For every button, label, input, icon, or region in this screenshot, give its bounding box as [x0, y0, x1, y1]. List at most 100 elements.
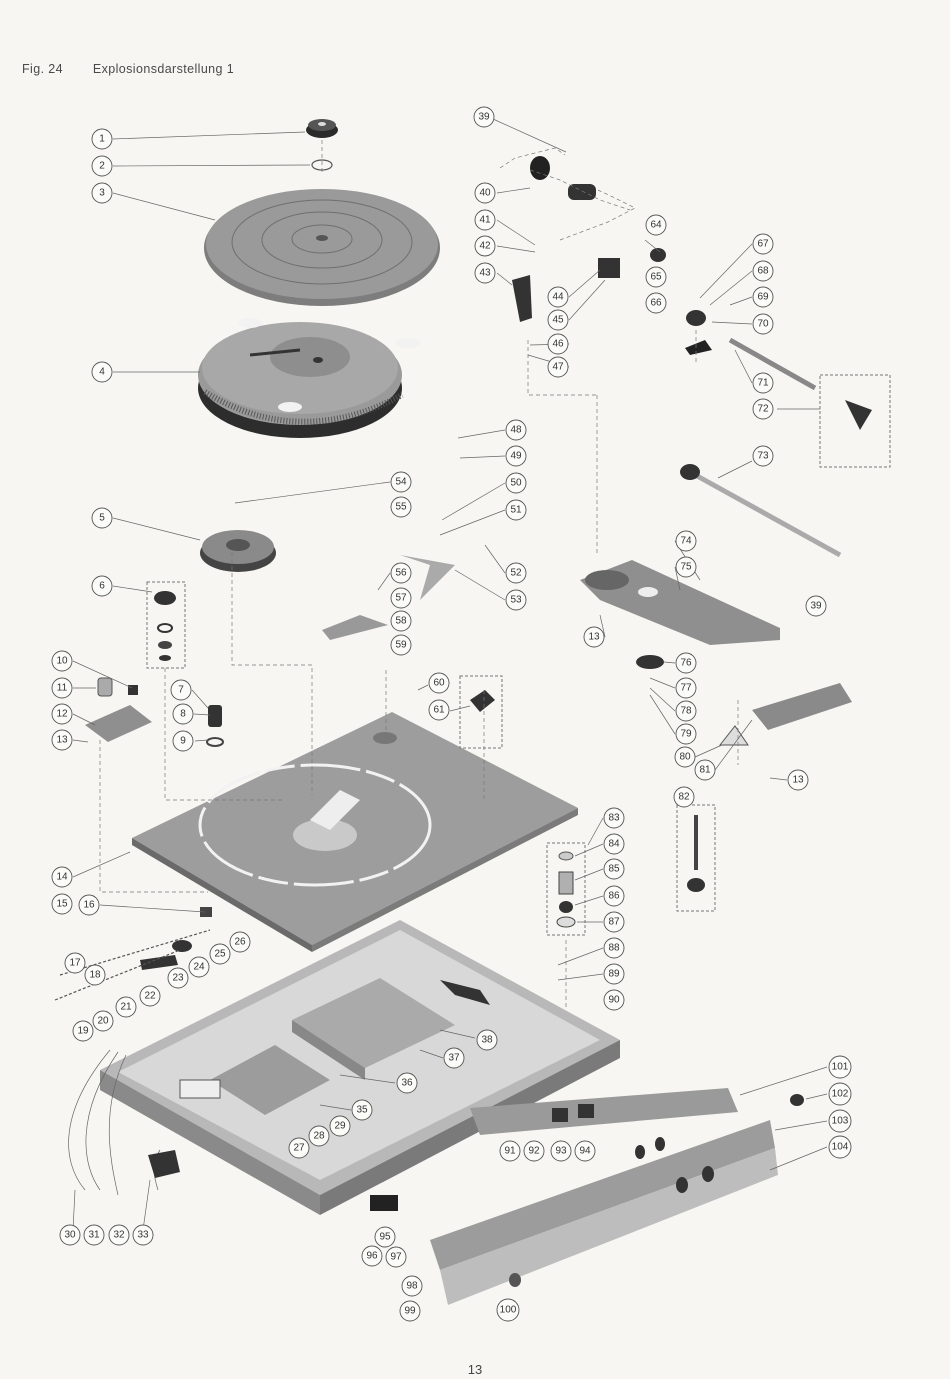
svg-text:98: 98: [406, 1281, 418, 1292]
callout-13-right: 13: [787, 769, 809, 791]
svg-text:8: 8: [180, 709, 186, 720]
svg-text:69: 69: [757, 292, 769, 303]
svg-text:49: 49: [510, 451, 522, 462]
callout-54: 54: [390, 471, 412, 493]
callout-10: 10: [51, 650, 73, 672]
part-platter-mat: [204, 189, 440, 306]
part-platter: [198, 318, 420, 438]
svg-text:103: 103: [832, 1116, 849, 1127]
callout-5: 5: [91, 507, 113, 529]
callout-7: 7: [170, 679, 192, 701]
svg-text:2: 2: [99, 161, 105, 172]
svg-text:35: 35: [356, 1105, 368, 1116]
part-base-housing: [100, 920, 620, 1215]
callout-91: 91: [499, 1140, 521, 1162]
svg-text:57: 57: [395, 593, 407, 604]
callout-14: 14: [51, 866, 73, 888]
callout-61: 61: [428, 699, 450, 721]
svg-text:65: 65: [650, 272, 662, 283]
svg-text:21: 21: [120, 1002, 132, 1013]
callout-31: 31: [83, 1224, 105, 1246]
callout-3: 3: [91, 182, 113, 204]
svg-text:97: 97: [390, 1252, 402, 1263]
svg-text:26: 26: [234, 937, 246, 948]
svg-text:77: 77: [680, 683, 692, 694]
callout-33: 33: [132, 1224, 154, 1246]
svg-text:86: 86: [608, 891, 620, 902]
part-cables: [68, 1049, 180, 1196]
callout-51: 51: [505, 499, 527, 521]
part-chassis-plate: [132, 712, 578, 952]
svg-text:99: 99: [404, 1306, 416, 1317]
callout-50: 50: [505, 472, 527, 494]
svg-text:45: 45: [552, 315, 564, 326]
callout-46: 46: [547, 333, 569, 355]
callout-87: 87: [603, 911, 625, 933]
callout-49: 49: [505, 445, 527, 467]
callout-27: 27: [288, 1137, 310, 1159]
svg-text:80: 80: [679, 752, 691, 763]
leader-lines: [72, 118, 828, 1231]
svg-text:44: 44: [552, 292, 564, 303]
callout-84: 84: [603, 833, 625, 855]
callout-6: 6: [91, 575, 113, 597]
svg-text:4: 4: [99, 367, 105, 378]
svg-text:1: 1: [99, 134, 105, 145]
callout-98: 98: [401, 1275, 423, 1297]
svg-text:54: 54: [395, 477, 407, 488]
svg-text:55: 55: [395, 502, 407, 513]
svg-text:76: 76: [680, 658, 692, 669]
callout-88: 88: [603, 937, 625, 959]
callout-86: 86: [603, 885, 625, 907]
part-pulley: [200, 530, 276, 572]
callout-73: 73: [752, 445, 774, 467]
callout-65: 65: [645, 266, 667, 288]
svg-text:51: 51: [510, 505, 522, 516]
svg-text:102: 102: [832, 1089, 849, 1100]
callout-78: 78: [675, 700, 697, 722]
callout-19: 19: [72, 1020, 94, 1042]
callout-39-arm: 39: [805, 595, 827, 617]
svg-text:39: 39: [478, 112, 490, 123]
svg-text:67: 67: [757, 239, 769, 250]
callout-57: 57: [390, 587, 412, 609]
svg-text:36: 36: [401, 1078, 413, 1089]
callout-96: 96: [361, 1245, 383, 1267]
figure-title: Explosionsdarstellung 1: [92, 62, 235, 76]
callout-39-top: 39: [473, 106, 495, 128]
callout-30: 30: [59, 1224, 81, 1246]
callout-18: 18: [84, 964, 106, 986]
svg-text:5: 5: [99, 513, 105, 524]
callout-74: 74: [675, 530, 697, 552]
svg-text:39: 39: [810, 601, 822, 612]
callout-99: 99: [399, 1300, 421, 1322]
callout-48: 48: [505, 419, 527, 441]
callout-22: 22: [139, 985, 161, 1007]
callout-102: 102: [828, 1082, 852, 1106]
callout-28: 28: [308, 1125, 330, 1147]
svg-text:43: 43: [479, 268, 491, 279]
callout-89: 89: [603, 963, 625, 985]
callout-12: 12: [51, 703, 73, 725]
svg-text:18: 18: [89, 970, 101, 981]
svg-text:17: 17: [69, 958, 81, 969]
callout-59: 59: [390, 634, 412, 656]
svg-text:84: 84: [608, 839, 620, 850]
svg-text:100: 100: [500, 1305, 517, 1316]
svg-text:94: 94: [579, 1146, 591, 1157]
figure-caption: Fig. 24 Explosionsdarstellung 1: [22, 62, 234, 76]
svg-text:29: 29: [334, 1121, 346, 1132]
callout-67: 67: [752, 233, 774, 255]
svg-text:78: 78: [680, 706, 692, 717]
svg-text:46: 46: [552, 339, 564, 350]
part-switch-assembly: [54, 907, 212, 1001]
callout-94: 94: [574, 1140, 596, 1162]
svg-text:15: 15: [56, 899, 68, 910]
part-front-panel: [370, 1088, 804, 1305]
svg-text:91: 91: [504, 1146, 516, 1157]
callout-40: 40: [474, 182, 496, 204]
callout-77: 77: [675, 677, 697, 699]
callout-75: 75: [675, 556, 697, 578]
callout-38: 38: [476, 1029, 498, 1051]
